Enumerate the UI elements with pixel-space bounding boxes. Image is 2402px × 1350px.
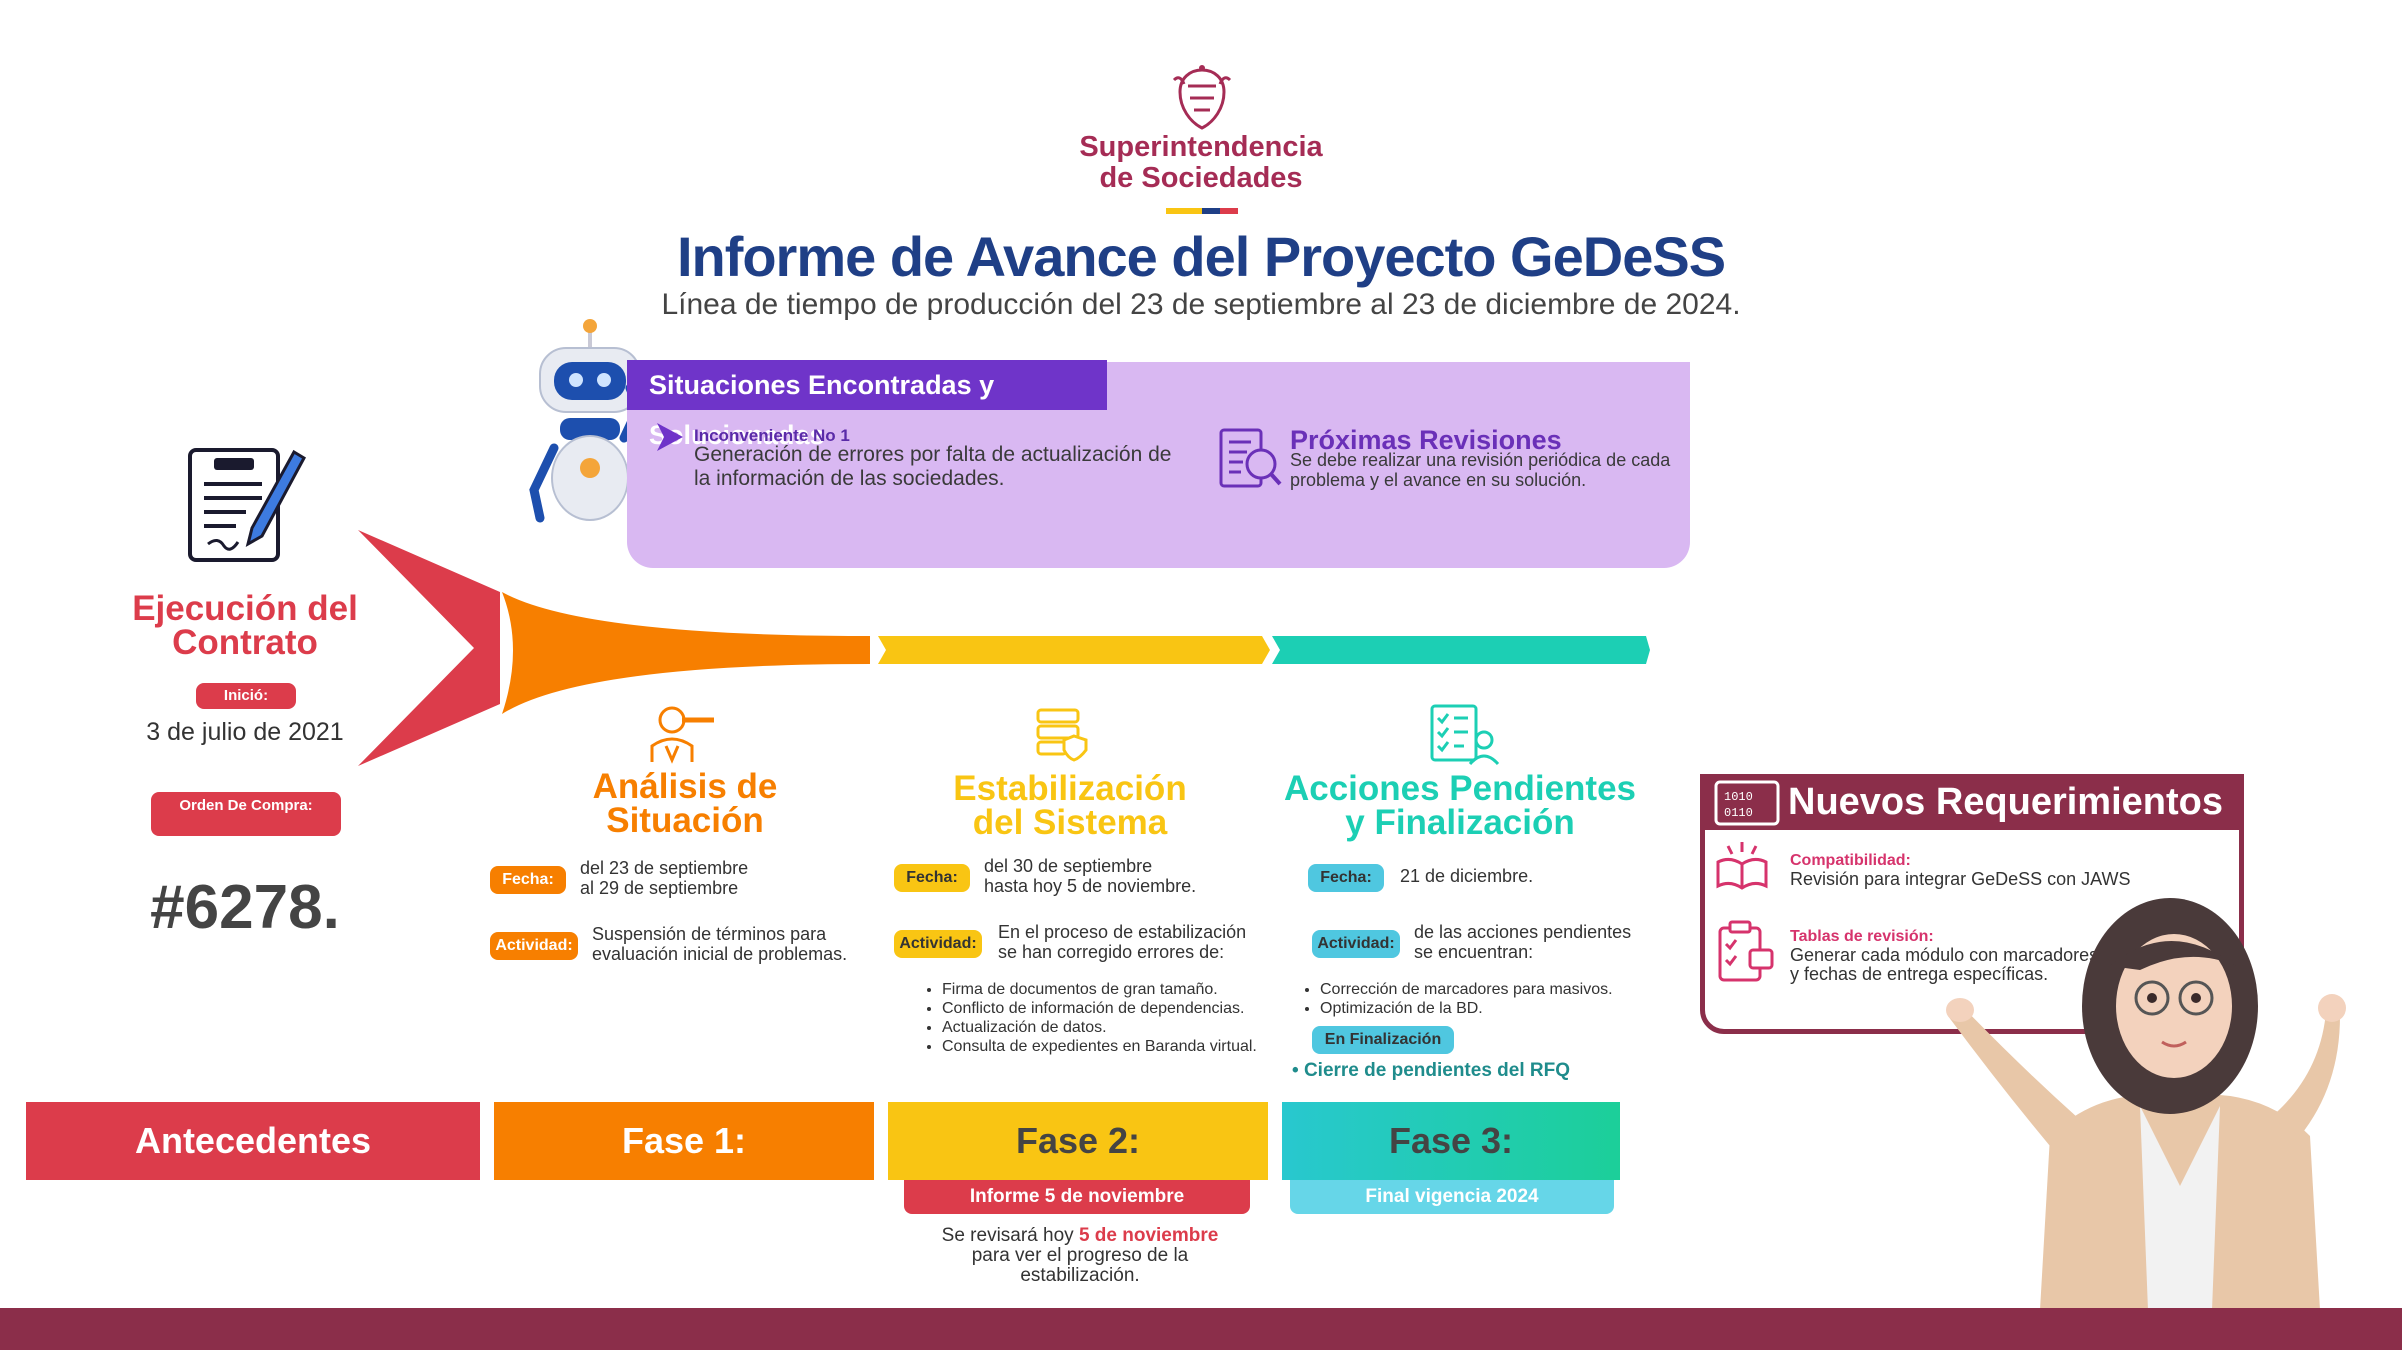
phase2-bar: Fase 2: (888, 1102, 1268, 1180)
robot-icon (529, 319, 643, 523)
phase2-date-label: Fecha: (894, 864, 970, 892)
clipboard-check-icon (1718, 920, 1774, 982)
phase3-date-text: 21 de diciembre. (1400, 866, 1534, 886)
document-search-icon (1219, 428, 1282, 488)
footer-bar (0, 1308, 2402, 1350)
presenter-woman-illustration (1946, 898, 2346, 1310)
next-reviews-title: Próximas Revisiones (1290, 425, 1562, 455)
brand-name: Superintendencia de Sociedades (1040, 132, 1362, 194)
svg-text:0110: 0110 (1724, 806, 1753, 820)
situations-tab: Situaciones Encontradas y Solucionadas (627, 360, 1107, 450)
list-item: Firma de documentos de gran tamaño. (942, 980, 1302, 999)
issue-text: Generación de errores por falta de actua… (694, 443, 1172, 490)
phase1-title-line1: Análisis de (592, 767, 778, 806)
review-tables-text: Generar cada módulo con marcadores y fec… (1790, 945, 2099, 984)
phase1-activity-text: Suspensión de términos para evaluación i… (592, 924, 848, 964)
phase2-note-highlight: 5 de noviembre (1078, 1225, 1219, 1246)
contract-title: Ejecución del Contrato (132, 589, 358, 662)
server-shield-icon (1036, 708, 1088, 762)
phase2-activity-label: Actividad: (894, 930, 982, 958)
phase3-date-label: Fecha: (1308, 864, 1384, 892)
open-book-icon (1716, 842, 1768, 890)
page-subtitle: Línea de tiempo de producción del 23 de … (661, 288, 1741, 321)
phase3-status-item-text: Cierre de pendientes del RFQ (1303, 1060, 1571, 1081)
phase3-activity-text: de las acciones pendientes se encuentran… (1414, 922, 1632, 962)
new-requirements-title: Nuevos Requerimientos (1700, 774, 2244, 830)
svg-text:1010: 1010 (1724, 790, 1753, 804)
order-label-badge: Orden De Compra: (151, 792, 341, 836)
list-item: Corrección de marcadores para masivos. (1320, 980, 1660, 999)
phase2-note-post: para ver el progreso de la estabilizació… (971, 1245, 1189, 1286)
phase2-report-badge: Informe 5 de noviembre (904, 1180, 1250, 1214)
phase2-note: Se revisará hoy 5 de noviembre para ver … (900, 1226, 1260, 1286)
checklist-person-icon (1430, 704, 1500, 766)
order-number: #6278. (150, 873, 340, 942)
phase2-title: Estabilización del Sistema (910, 769, 1230, 842)
phase2-activity-text: En el proceso de estabilización se han c… (998, 922, 1247, 962)
phase3-title-line2: y Finalización (1345, 803, 1575, 842)
person-search-icon (650, 706, 714, 764)
timeline-arrow (358, 530, 1650, 766)
phase2-bullet-list: Firma de documentos de gran tamaño. Conf… (920, 980, 1302, 1056)
review-tables-label: Tablas de revisión: (1790, 928, 1934, 945)
phase2-title-line1: Estabilización (953, 769, 1187, 808)
phase3-title: Acciones Pendientes y Finalización (1270, 769, 1650, 842)
compatibility-text: Revisión para integrar GeDeSS con JAWS (1790, 869, 2131, 889)
play-arrow-icon (657, 423, 683, 451)
coat-of-arms-icon (1172, 65, 1232, 130)
compatibility-label: Compatibilidad: (1790, 852, 1911, 869)
phase2-note-pre: Se revisará hoy (941, 1225, 1074, 1246)
phase2-title-line2: del Sistema (972, 803, 1168, 842)
phase1-title-line2: Situación (606, 801, 764, 840)
phase3-status-badge: En Finalización (1312, 1026, 1454, 1054)
phase1-bar: Fase 1: (494, 1102, 874, 1180)
brand-line-1: Superintendencia (1079, 131, 1323, 163)
phase3-final-badge: Final vigencia 2024 (1290, 1180, 1614, 1214)
list-item: Consulta de expedientes en Baranda virtu… (942, 1037, 1302, 1056)
phase1-date-label: Fecha: (490, 866, 566, 894)
list-item: Optimización de la BD. (1320, 999, 1660, 1018)
brand-line-2: de Sociedades (1099, 162, 1303, 194)
next-reviews-text: Se debe realizar una revisión periódica … (1290, 450, 1671, 490)
phase1-date-text: del 23 de septiembre al 29 de septiembre (580, 858, 749, 898)
phase1-title: Análisis de Situación (540, 767, 830, 840)
page-title: Informe de Avance del Proyecto GeDeSS (676, 225, 1726, 288)
phase3-bar: Fase 3: (1282, 1102, 1620, 1180)
phase1-activity-label: Actividad: (490, 932, 578, 960)
phase3-title-line1: Acciones Pendientes (1283, 769, 1637, 808)
binary-code-icon: 1010 0110 (1714, 780, 1780, 826)
start-date: 3 de julio de 2021 (146, 718, 344, 746)
phase3-activity-label: Actividad: (1312, 930, 1400, 958)
phase2-date-text: del 30 de septiembre hasta hoy 5 de novi… (984, 856, 1197, 896)
background-bar: Antecedentes (26, 1102, 480, 1180)
flag-stripe (1166, 201, 1238, 214)
list-item: Actualización de datos. (942, 1018, 1302, 1037)
phase3-bullet-list: Corrección de marcadores para masivos. O… (1298, 980, 1660, 1018)
issue-label: Inconveniente No 1 (694, 426, 850, 445)
contract-pen-icon (188, 448, 306, 562)
list-item: Conflicto de información de dependencias… (942, 999, 1302, 1018)
start-label-badge: Inició: (196, 683, 296, 709)
phase3-status-item: • Cierre de pendientes del RFQ (1292, 1060, 1571, 1081)
